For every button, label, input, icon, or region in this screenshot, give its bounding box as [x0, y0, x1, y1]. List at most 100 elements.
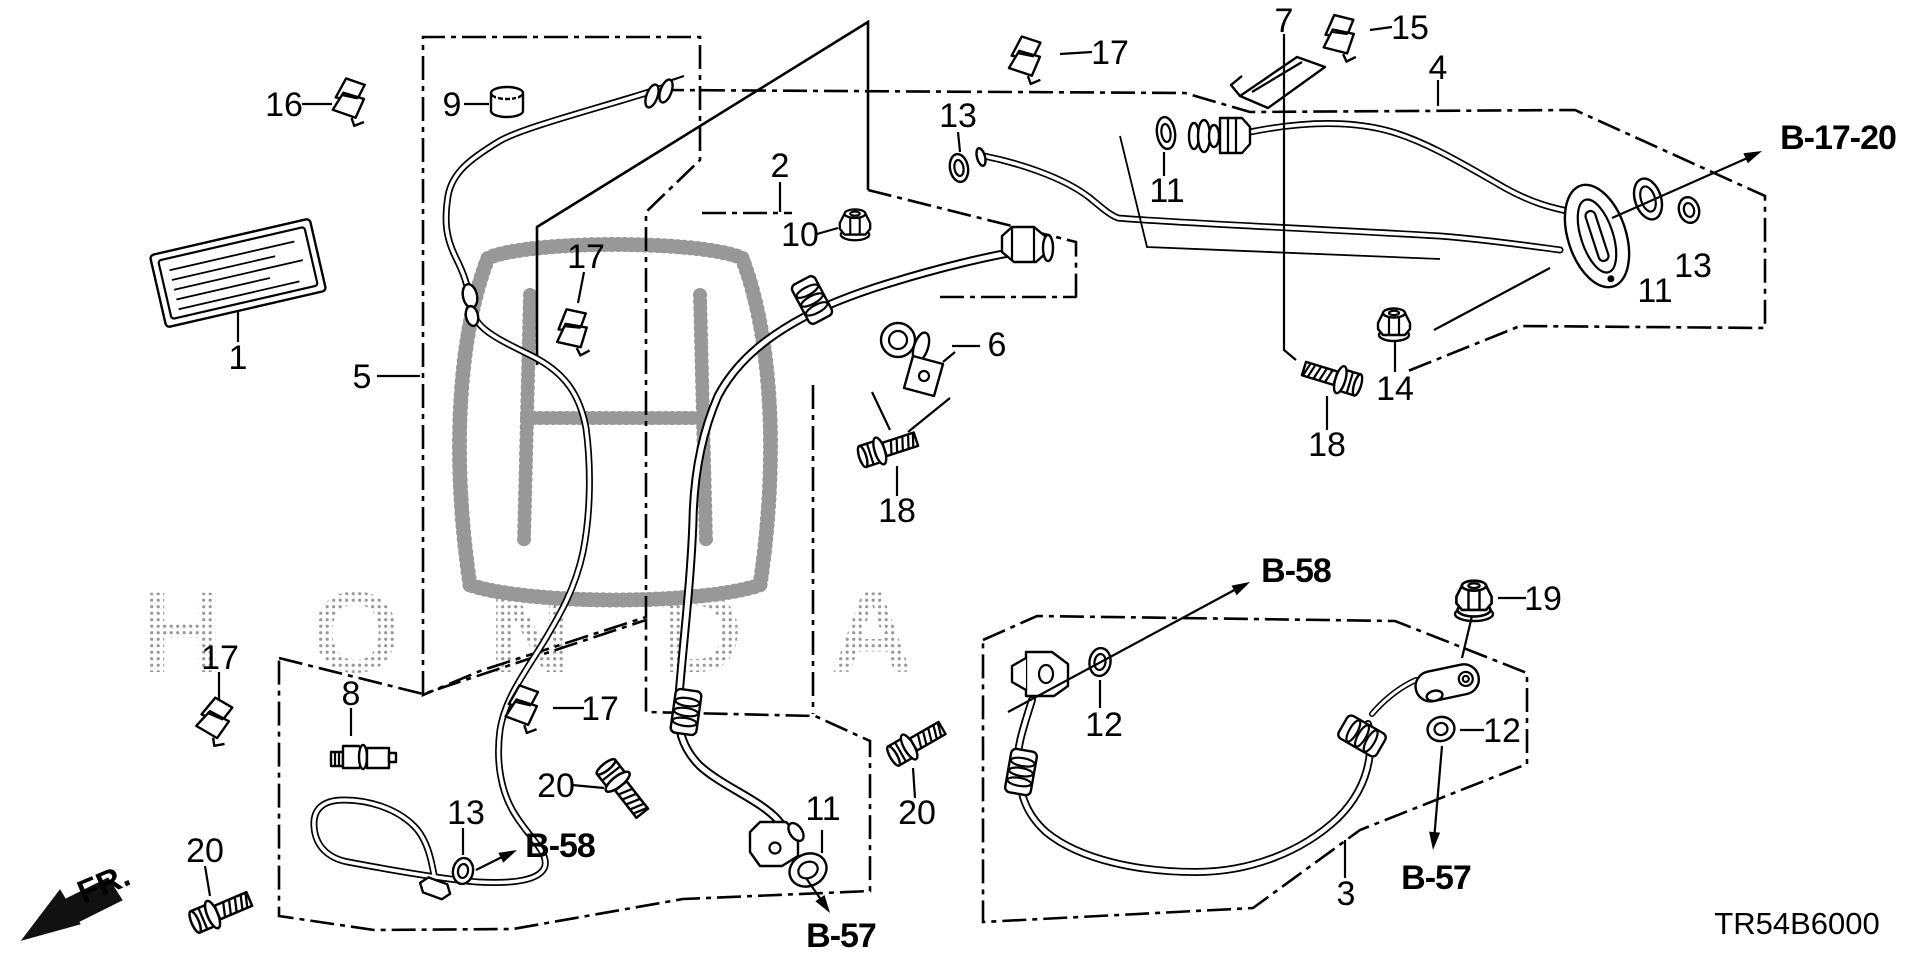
bolt-20-left — [184, 884, 257, 939]
callout-17-left[interactable]: 17 — [201, 639, 239, 677]
callout-17-bottom[interactable]: 17 — [581, 690, 619, 728]
hose-2-crimp-bottom — [668, 687, 704, 737]
callout-13-bottom[interactable]: 13 — [447, 794, 485, 832]
clip-16 — [328, 75, 370, 129]
callout-19[interactable]: 19 — [1524, 580, 1562, 618]
hose-3-eyelet-fitting — [1414, 663, 1480, 703]
box-bottom-left-group — [277, 618, 872, 932]
callout-4[interactable]: 4 — [1429, 49, 1448, 87]
pipe-5-end-nut — [418, 876, 452, 901]
pipe-5-ferrule — [461, 282, 480, 328]
clip-17-mid — [549, 304, 596, 361]
hose-3-crimp-left — [1003, 746, 1039, 798]
watermark-wordmark: HONDA — [140, 569, 1002, 697]
o-ring-11-bottom — [788, 852, 828, 888]
callout-11-bottom[interactable]: 11 — [805, 790, 840, 828]
callouts: 16 9 17 7 15 4 2 13 11 10 17 1 5 11 13 6… — [186, 2, 1712, 913]
callout-1[interactable]: 1 — [229, 339, 248, 377]
washer-12-right — [1426, 715, 1456, 743]
label-plate-1 — [149, 218, 327, 328]
callout-20-center[interactable]: 20 — [537, 767, 575, 805]
callout-3[interactable]: 3 — [1337, 875, 1356, 913]
cap-9 — [489, 85, 525, 119]
line-art — [310, 84, 1576, 890]
ref-b17-20[interactable]: B-17-20 — [1780, 119, 1897, 157]
callout-14[interactable]: 14 — [1376, 370, 1414, 408]
hardware — [149, 10, 1701, 939]
arrow-b57-right — [1432, 745, 1444, 841]
callout-12-right[interactable]: 12 — [1483, 712, 1521, 750]
union-fitting-pipe-4 — [1187, 116, 1252, 155]
clip-17-left — [193, 694, 235, 749]
ref-b57-right[interactable]: B-57 — [1401, 859, 1472, 897]
bolt-18-left — [853, 424, 922, 473]
callout-11-right[interactable]: 11 — [1637, 272, 1672, 310]
callout-20-left[interactable]: 20 — [186, 832, 224, 870]
pipe-5 — [310, 84, 666, 890]
hose-2-top-nut — [1000, 225, 1055, 264]
arrow-b58-right — [1007, 586, 1241, 713]
nut-10 — [838, 208, 872, 242]
callout-20-right[interactable]: 20 — [898, 794, 936, 832]
leader-lines — [203, 25, 1551, 897]
nut-14 — [1376, 307, 1412, 343]
ref-b58-right[interactable]: B-58 — [1261, 552, 1332, 590]
pipe-4-upper — [1246, 119, 1576, 216]
o-ring-13-right — [1677, 195, 1701, 225]
callout-9[interactable]: 9 — [443, 86, 462, 124]
callout-18-right[interactable]: 18 — [1308, 426, 1346, 464]
pipe-4-lower — [980, 152, 1564, 254]
o-ring-11-top — [1155, 115, 1177, 151]
clip-17-top — [1004, 33, 1046, 88]
callout-7[interactable]: 7 — [1275, 2, 1294, 40]
box-part-4 — [659, 88, 1767, 373]
nut-19 — [1453, 579, 1495, 623]
ref-labels: B-17-20 B-58 B-58 B-57 B-57 — [525, 119, 1897, 955]
honda-badge-h — [517, 288, 713, 547]
arrow-b17-20 — [1611, 154, 1753, 220]
callout-6[interactable]: 6 — [988, 326, 1007, 364]
callout-13-top[interactable]: 13 — [939, 97, 977, 135]
ref-b58-left[interactable]: B-58 — [525, 827, 596, 865]
condenser-flange-4 — [1563, 183, 1631, 289]
callout-18-left[interactable]: 18 — [878, 492, 916, 530]
callout-10[interactable]: 10 — [781, 216, 819, 254]
box-part-2-dashed — [867, 188, 1078, 302]
drawing-code: TR54B6000 — [1714, 906, 1879, 941]
pipe-5-top-fitting — [644, 74, 685, 109]
bolt-18-right — [1298, 353, 1367, 401]
callout-16[interactable]: 16 — [265, 86, 303, 124]
hose-2 — [673, 243, 1049, 859]
callout-11-top[interactable]: 11 — [1149, 172, 1184, 210]
hose-3-crimp-right — [1335, 712, 1389, 760]
hose-3-clamp — [1010, 650, 1070, 698]
o-ring-11-right — [1632, 177, 1664, 221]
o-ring-13-bottom — [451, 856, 475, 886]
box-part-2-solid — [535, 19, 870, 365]
hose-3 — [1013, 677, 1419, 876]
bolt-20-right — [882, 714, 951, 772]
box-part-5 — [421, 35, 702, 697]
callout-5[interactable]: 5 — [353, 358, 372, 396]
ref-b57-left[interactable]: B-57 — [806, 917, 877, 955]
hose-2-elbow-fitting — [748, 820, 805, 868]
o-ring-13-top — [948, 152, 970, 184]
box-part-3 — [981, 614, 1529, 924]
bracket-part-7 — [1229, 55, 1327, 110]
sensor-part-8 — [329, 743, 398, 771]
callout-8[interactable]: 8 — [342, 675, 361, 713]
honda-badge-outline — [452, 237, 778, 608]
fr-direction-arrow: FR. — [20, 856, 135, 941]
detail-line — [1119, 135, 1441, 260]
valve-part-6 — [879, 321, 956, 398]
callout-17-top[interactable]: 17 — [1091, 34, 1129, 72]
callout-12-left[interactable]: 12 — [1085, 706, 1123, 744]
clip-15 — [1317, 10, 1362, 67]
callout-15[interactable]: 15 — [1391, 9, 1429, 47]
honda-watermark: HONDA — [140, 237, 1002, 697]
callout-2[interactable]: 2 — [771, 147, 790, 185]
callout-17-mid[interactable]: 17 — [567, 238, 605, 276]
callout-13-right[interactable]: 13 — [1674, 247, 1712, 285]
group-boxes — [277, 19, 1767, 932]
